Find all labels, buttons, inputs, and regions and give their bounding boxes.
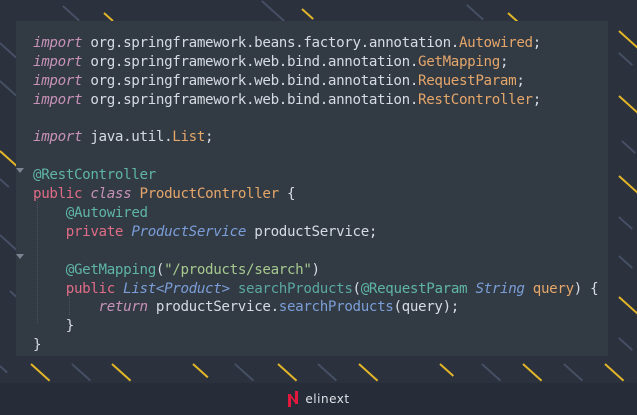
fold-marker-icon[interactable] [16, 254, 24, 259]
code-line: import org.springframework.web.bind.anno… [33, 91, 598, 110]
code-line: public class ProductController { [33, 185, 598, 204]
code-line: private ProductService productService; [33, 223, 598, 242]
code-token: public [65, 280, 116, 297]
code-token: searchProducts [278, 299, 394, 316]
code-token: import [33, 35, 83, 51]
code-token: ; [516, 72, 525, 89]
code-token: Autowired [458, 35, 533, 51]
code-token: org.springframework.web.bind.annotation. [82, 53, 419, 70]
indent-guide [69, 297, 70, 315]
code-line: import org.springframework.beans.factory… [33, 34, 598, 53]
code-line [33, 147, 598, 166]
code-token: } [33, 337, 42, 354]
code-line: } [33, 336, 598, 355]
indent-guide [37, 198, 38, 324]
code-token: ) [311, 261, 321, 278]
code-token: ( [155, 261, 165, 278]
code-line: return productService.searchProducts(que… [33, 298, 598, 317]
code-token: productService. [147, 299, 279, 316]
code-token: import [33, 129, 83, 146]
code-token: private [65, 223, 124, 240]
code-line: public List<Product> searchProducts(@Req… [33, 280, 599, 299]
code-token: searchProducts [237, 280, 353, 297]
code-line: import java.util.List; [33, 128, 598, 147]
code-line: } [33, 317, 598, 336]
code-token: org.springframework.web.bind.annotation. [82, 72, 419, 89]
code-token: return [98, 299, 149, 316]
fold-marker-icon[interactable] [16, 168, 24, 173]
footer: elinext [0, 383, 637, 415]
code-token: ; [499, 53, 509, 70]
code-token: ProductService [131, 223, 247, 240]
code-token: ; [205, 129, 214, 146]
code-token: @RequestParam [360, 280, 468, 297]
code-line: @RestController [33, 166, 598, 185]
code-token [230, 281, 238, 297]
code-token: "/products/search" [164, 261, 312, 278]
code-token: ; [532, 91, 542, 108]
code-token [33, 281, 66, 297]
code-line: import org.springframework.web.bind.anno… [33, 72, 598, 91]
code-token: ProductController [139, 186, 280, 203]
code-token [33, 224, 66, 240]
code-line: @Autowired [33, 204, 598, 223]
code-token: productService; [246, 223, 378, 240]
code-token [131, 186, 139, 202]
code-token: (query); [393, 299, 460, 316]
code-token: public [33, 186, 83, 203]
code-token [33, 299, 99, 315]
brand-name: elinext [305, 392, 350, 406]
code-token: org.springframework.web.bind.annotation. [82, 91, 419, 108]
code-token: @GetMapping [65, 261, 156, 278]
code-token [33, 205, 66, 221]
code-token: import [33, 53, 83, 70]
code-token: { [278, 186, 296, 203]
code-token: ; [532, 35, 542, 51]
code-token: query [532, 280, 574, 297]
code-token [33, 262, 66, 278]
code-token [525, 281, 533, 297]
code-line: @GetMapping("/products/search") [33, 261, 598, 280]
code-token [115, 281, 123, 297]
code-token: RestController [418, 91, 533, 108]
code-block[interactable]: import org.springframework.beans.factory… [33, 34, 599, 355]
code-line: import org.springframework.web.bind.anno… [33, 53, 598, 72]
code-token: import [33, 91, 83, 108]
code-token: @Autowired [65, 205, 148, 222]
code-token: List<Product> [123, 280, 230, 297]
code-token: String [475, 280, 525, 297]
code-token: ) { [573, 280, 599, 297]
code-line [33, 242, 598, 261]
code-token: GetMapping [418, 53, 500, 70]
code-token: class [90, 186, 132, 203]
code-line [33, 110, 598, 129]
elinext-logo-icon [288, 391, 299, 407]
code-panel [16, 21, 608, 356]
code-token: List [172, 129, 206, 146]
code-token: ( [352, 280, 362, 297]
code-token: import [33, 72, 83, 89]
code-token: @RestController [33, 167, 156, 184]
code-token: java.util. [82, 129, 173, 146]
code-token: org.springframework.beans.factory.annota… [82, 35, 459, 51]
code-token: } [33, 318, 75, 335]
code-token: RequestParam [418, 72, 517, 89]
